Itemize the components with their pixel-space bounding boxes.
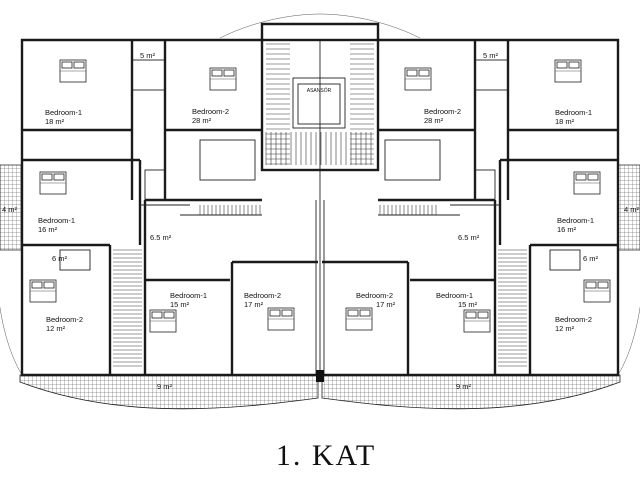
area-wc-r: 6 m² [583, 254, 599, 263]
room-name-mr-bed1: Bedroom-1 [557, 216, 594, 225]
room-name-bc-bed2a: Bedroom-2 [244, 291, 281, 300]
room-area-bc-bed1b: 15 m² [458, 300, 478, 309]
interior-walls-right [322, 40, 618, 375]
room-area-tr-bed2: 28 m² [424, 116, 444, 125]
room-area-bc-bed2b: 17 m² [376, 300, 396, 309]
room-name-tl-bed1: Bedroom-1 [45, 108, 82, 117]
room-name-tl-bed2: Bedroom-2 [192, 107, 229, 116]
area-terrace-r: 9 m² [456, 382, 472, 391]
area-wc-l: 6 m² [52, 254, 68, 263]
floor-title: 1. KAT [276, 439, 376, 472]
area-bath-mr: 6.5 m² [458, 233, 480, 242]
room-labels: Bedroom-1 18 m² Bedroom-2 28 m² Bedroom-… [38, 107, 594, 333]
stair-core [260, 38, 380, 382]
room-name-tr-bed1: Bedroom-1 [555, 108, 592, 117]
terrace-outline [0, 13, 640, 410]
area-balc-l: 4 m² [2, 205, 18, 214]
room-name-bc-bed1b: Bedroom-1 [436, 291, 473, 300]
room-name-bl-bed2: Bedroom-2 [46, 315, 83, 324]
stair-treads [113, 43, 527, 367]
area-bath-tr: 5 m² [483, 51, 499, 60]
small-area-labels: 5 m² 5 m² 6.5 m² 6.5 m² 6 m² 6 m² 4 m² 4… [2, 51, 640, 391]
room-area-tl-bed2: 28 m² [192, 116, 212, 125]
area-bath-ml: 6.5 m² [150, 233, 172, 242]
area-bath-tl: 5 m² [140, 51, 156, 60]
room-area-tr-bed1: 18 m² [555, 117, 575, 126]
room-name-bc-bed2b: Bedroom-2 [356, 291, 393, 300]
room-area-tl-bed1: 18 m² [45, 117, 65, 126]
room-area-bl-bed2: 12 m² [46, 324, 66, 333]
room-name-bc-bed1a: Bedroom-1 [170, 291, 207, 300]
room-area-br-bed2: 12 m² [555, 324, 575, 333]
room-area-bc-bed2a: 17 m² [244, 300, 264, 309]
room-name-ml-bed1: Bedroom-1 [38, 216, 75, 225]
room-area-mr-bed1: 16 m² [557, 225, 577, 234]
room-name-br-bed2: Bedroom-2 [555, 315, 592, 324]
interior-walls-left [22, 40, 318, 375]
room-area-ml-bed1: 16 m² [38, 225, 58, 234]
room-area-bc-bed1a: 15 m² [170, 300, 190, 309]
area-terrace-l: 9 m² [157, 382, 173, 391]
room-name-tr-bed2: Bedroom-2 [424, 107, 461, 116]
elevator-label: ASANSÖR [307, 87, 332, 94]
area-balc-r: 4 m² [624, 205, 640, 214]
